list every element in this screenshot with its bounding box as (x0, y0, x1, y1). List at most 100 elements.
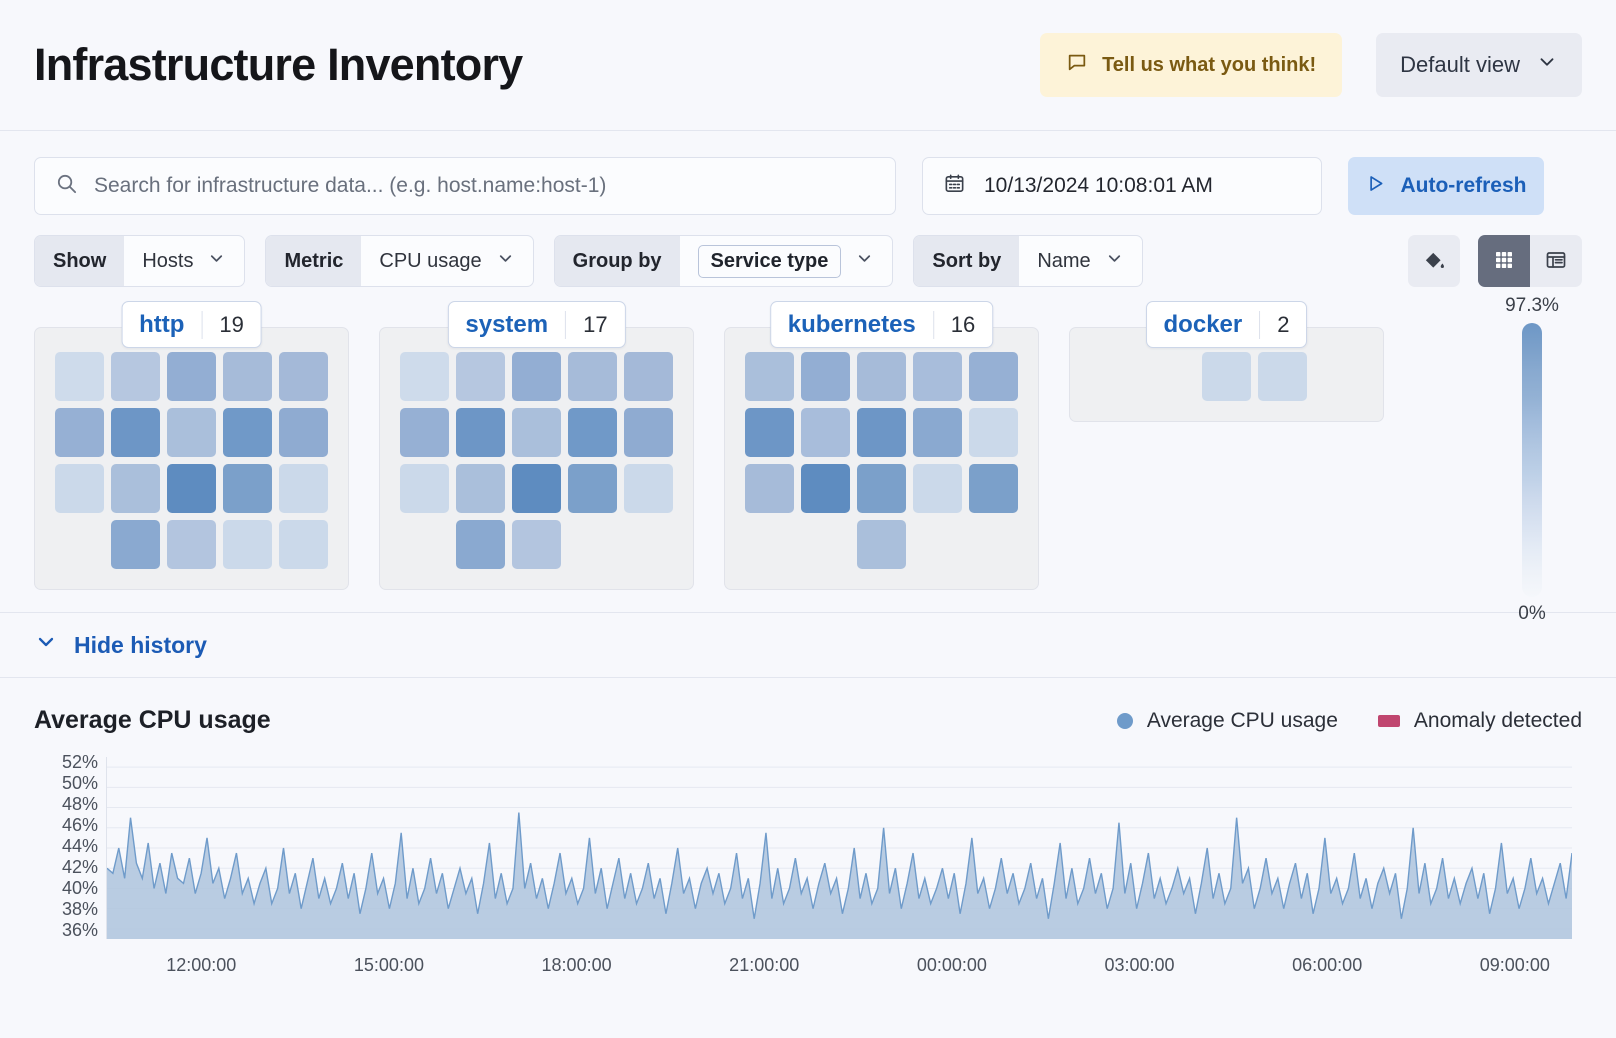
y-tick-label: 40% (61, 878, 98, 898)
view-tools (1408, 235, 1582, 287)
treemap-tile[interactable] (279, 520, 328, 569)
filter-metric-value[interactable]: CPU usage (361, 236, 532, 286)
x-tick-label: 18:00:00 (541, 955, 612, 975)
treemap-tile[interactable] (223, 520, 272, 569)
chevron-down-icon (496, 249, 515, 274)
treemap-tile[interactable] (55, 408, 104, 457)
area-fill (107, 812, 1572, 939)
treemap-tile[interactable] (568, 352, 617, 401)
color-legend: 97.3% 0% (1482, 295, 1582, 625)
treemap-tile[interactable] (456, 520, 505, 569)
treemap-tile[interactable] (568, 464, 617, 513)
treemap-tile[interactable] (512, 408, 561, 457)
treemap-tile[interactable] (55, 352, 104, 401)
treemap-tile[interactable] (969, 464, 1018, 513)
treemap-tile[interactable] (111, 464, 160, 513)
treemap-tile[interactable] (279, 464, 328, 513)
filter-group-by-label: Group by (554, 236, 680, 286)
treemap-tile[interactable] (913, 464, 962, 513)
legend-rect-icon (1377, 714, 1400, 727)
chart-title: Average CPU usage (34, 706, 271, 734)
filter-show-value[interactable]: Hosts (124, 236, 244, 286)
group-header[interactable]: http 19 (121, 301, 262, 348)
treemap-tile[interactable] (55, 464, 104, 513)
legend-item-average-cpu-usage[interactable]: Average CPU usage (1116, 709, 1338, 733)
chart-legend: Average CPU usage Anomaly detected (1116, 709, 1582, 733)
treemap-tile[interactable] (167, 352, 216, 401)
filter-group-by-text: Service type (697, 244, 842, 278)
treemap-tile[interactable] (801, 352, 850, 401)
treemap-tile[interactable] (745, 408, 794, 457)
treemap-tile[interactable] (279, 408, 328, 457)
search-row: Search for infrastructure data... (e.g. … (34, 157, 1582, 215)
treemap-tile[interactable] (913, 408, 962, 457)
treemap-tile[interactable] (167, 520, 216, 569)
tile-grid (745, 352, 1018, 569)
x-tick-label: 03:00:00 (1104, 955, 1175, 975)
grid-view-button[interactable] (1478, 235, 1530, 287)
treemap-tile[interactable] (223, 408, 272, 457)
feedback-button[interactable]: Tell us what you think! (1040, 33, 1343, 97)
group-header[interactable]: system 17 (447, 301, 626, 348)
treemap-tile[interactable] (111, 352, 160, 401)
treemap-tile[interactable] (400, 352, 449, 401)
group-header[interactable]: kubernetes 16 (769, 301, 994, 348)
hide-history-button[interactable]: Hide history (34, 630, 207, 660)
treemap-tile[interactable] (624, 352, 673, 401)
treemap-tile[interactable] (223, 464, 272, 513)
table-view-button[interactable] (1530, 235, 1582, 287)
group-name: docker (1163, 310, 1243, 338)
chevron-down-icon (1105, 249, 1124, 274)
treemap-tile[interactable] (624, 464, 673, 513)
treemap-tile[interactable] (400, 464, 449, 513)
treemap-tile[interactable] (400, 408, 449, 457)
treemap-tile[interactable] (624, 408, 673, 457)
color-fill-button[interactable] (1408, 235, 1460, 287)
treemap-tile[interactable] (1202, 352, 1251, 401)
treemap-tile[interactable] (801, 408, 850, 457)
treemap-tile[interactable] (857, 352, 906, 401)
calendar-icon (943, 172, 966, 201)
legend-item-anomaly-detected[interactable]: Anomaly detected (1377, 709, 1582, 733)
treemap-tile[interactable] (568, 408, 617, 457)
treemap-tile[interactable] (456, 408, 505, 457)
date-picker[interactable]: 10/13/2024 10:08:01 AM (922, 157, 1322, 215)
auto-refresh-button[interactable]: Auto-refresh (1348, 157, 1544, 215)
chart-plot[interactable] (106, 757, 1572, 939)
filter-sort-by: Sort by Name (913, 235, 1143, 287)
treemap-tile[interactable] (745, 464, 794, 513)
group-body (379, 327, 694, 590)
default-view-button[interactable]: Default view (1376, 33, 1582, 97)
treemap-tile[interactable] (745, 352, 794, 401)
treemap-tile[interactable] (167, 464, 216, 513)
treemap-tile[interactable] (1258, 352, 1307, 401)
treemap-tile[interactable] (223, 352, 272, 401)
treemap-tile[interactable] (969, 408, 1018, 457)
area-series-svg (107, 757, 1572, 939)
treemap-tile[interactable] (857, 408, 906, 457)
chevron-down-icon (855, 249, 874, 274)
treemap-tile[interactable] (456, 464, 505, 513)
treemap-tile[interactable] (512, 520, 561, 569)
treemap-tile[interactable] (512, 352, 561, 401)
treemap-tile[interactable] (969, 352, 1018, 401)
group-header[interactable]: docker 2 (1145, 301, 1308, 348)
x-tick-label: 00:00:00 (916, 955, 987, 975)
treemap-tile[interactable] (913, 352, 962, 401)
grid-view-icon (1492, 248, 1516, 275)
treemap-tile[interactable] (857, 520, 906, 569)
treemap-tile[interactable] (279, 352, 328, 401)
treemap-tile[interactable] (111, 520, 160, 569)
filter-group-by-value[interactable]: Service type (680, 236, 893, 286)
treemap-tile[interactable] (111, 408, 160, 457)
feedback-label: Tell us what you think! (1102, 53, 1317, 76)
treemap-group-kubernetes: kubernetes 16 (724, 301, 1039, 590)
search-input[interactable]: Search for infrastructure data... (e.g. … (34, 157, 896, 215)
treemap-tile[interactable] (167, 408, 216, 457)
treemap-tile[interactable] (512, 464, 561, 513)
treemap-tile[interactable] (456, 352, 505, 401)
filter-sort-by-value[interactable]: Name (1019, 236, 1141, 286)
treemap-tile[interactable] (857, 464, 906, 513)
treemap-tile[interactable] (801, 464, 850, 513)
